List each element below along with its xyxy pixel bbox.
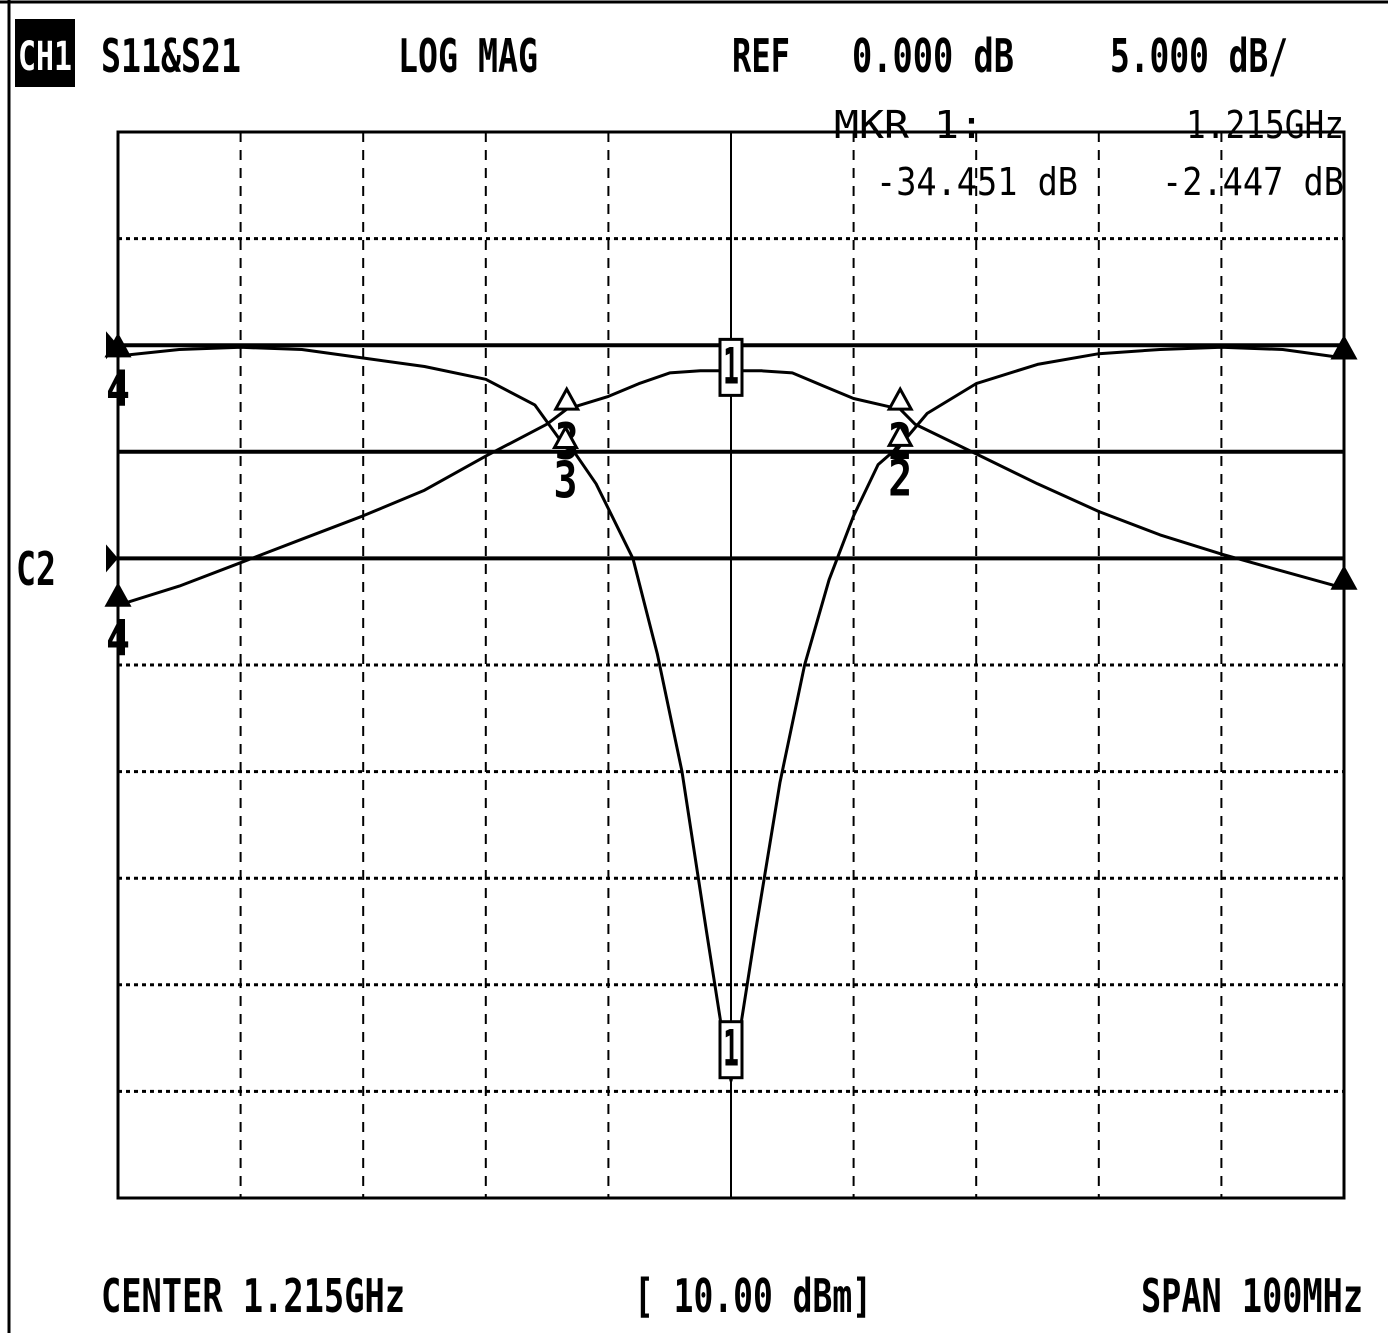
trace-s11 bbox=[117, 345, 1345, 1083]
marker-2-s11: 2 bbox=[886, 422, 914, 507]
markers: 13241324 bbox=[104, 332, 1358, 1080]
marker-triangle-icon bbox=[104, 332, 132, 358]
marker-triangle-icon bbox=[886, 422, 914, 447]
measurement-label: S11&S21 bbox=[101, 29, 241, 83]
marker-readout-frequency: 1.215GHz bbox=[1186, 103, 1344, 147]
footer-center: CENTER 1.215GHz bbox=[101, 1269, 405, 1323]
marker-5-s21 bbox=[1330, 565, 1358, 590]
active-marker-box bbox=[718, 1020, 744, 1080]
marker-label: 3 bbox=[553, 452, 577, 510]
reference-pointer-icon bbox=[106, 544, 118, 573]
scale-label: 5.000 dB/ bbox=[1110, 29, 1288, 83]
marker-triangle-icon bbox=[1330, 565, 1358, 590]
marker-label: 2 bbox=[888, 449, 912, 507]
marker-readout-value-1: -34.451 dB bbox=[876, 160, 1078, 204]
ref-label: REF bbox=[732, 29, 790, 83]
marker-label: 1 bbox=[723, 337, 739, 395]
marker-1-s21: 1 bbox=[718, 337, 744, 397]
marker-1-s11: 1 bbox=[718, 1020, 744, 1080]
active-marker-box bbox=[718, 337, 744, 397]
marker-triangle-icon bbox=[551, 424, 580, 450]
marker-triangle-icon bbox=[104, 582, 132, 607]
channel-tag: CH1 bbox=[18, 34, 72, 80]
marker-4-s11: 4 bbox=[104, 332, 132, 418]
marker-4-s21: 4 bbox=[104, 582, 132, 667]
format-label: LOG MAG bbox=[398, 29, 538, 83]
graticule bbox=[116, 130, 1346, 1200]
c2-label: C2 bbox=[16, 542, 56, 596]
marker-triangle-icon bbox=[1330, 334, 1358, 360]
marker-5-s11 bbox=[1330, 334, 1358, 360]
marker-triangle-icon bbox=[886, 386, 914, 411]
marker-label: 4 bbox=[106, 360, 130, 418]
footer-span: SPAN 100MHz bbox=[1141, 1269, 1363, 1323]
marker-3-s11: 3 bbox=[551, 424, 580, 510]
marker-readout-label: MKR 1: bbox=[834, 103, 984, 147]
ref-value: 0.000 dB bbox=[852, 29, 1014, 83]
footer-power: [ 10.00 dBm] bbox=[634, 1269, 872, 1323]
marker-triangle-icon bbox=[553, 386, 581, 411]
marker-readout-value-2: -2.447 dB bbox=[1162, 160, 1344, 204]
channel-tag-background bbox=[15, 19, 75, 87]
marker-label: 1 bbox=[723, 1020, 739, 1078]
marker-label: 4 bbox=[106, 609, 130, 667]
